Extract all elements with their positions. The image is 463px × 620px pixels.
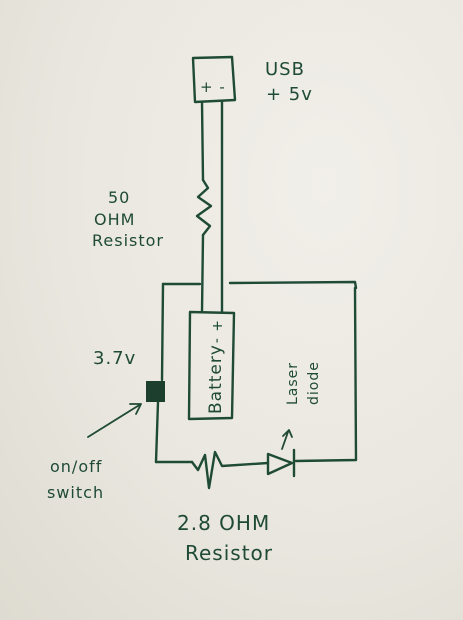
resistor-2-8-ohm-zigzag bbox=[190, 450, 270, 490]
laser-diode-label-line1: Laser bbox=[285, 362, 301, 405]
resistor-50-ohm-zigzag bbox=[195, 178, 213, 237]
laser-diode-triangle bbox=[266, 452, 294, 476]
resistor-2-8-label-line1: 2.8 OHM bbox=[177, 511, 270, 535]
usb-plug-box bbox=[191, 55, 237, 104]
resistor-2-8-label-line2: Resistor bbox=[185, 541, 273, 565]
voltage-label: 3.7v bbox=[93, 348, 136, 369]
battery-label: Battery bbox=[206, 344, 226, 414]
wire-top-right bbox=[228, 280, 358, 290]
switch-pointer-arrow bbox=[87, 403, 142, 438]
laser-diode-arrow bbox=[281, 429, 293, 450]
usb-label-line2: + 5v bbox=[266, 84, 313, 105]
resistor-50-label-line1: 50 bbox=[108, 188, 130, 207]
usb-label-line1: USB bbox=[265, 59, 305, 80]
wire-right bbox=[294, 286, 358, 463]
usb-terminal-label: + - bbox=[200, 78, 226, 96]
switch-label-line1: on/off bbox=[50, 457, 102, 476]
laser-diode-label-line2: diode bbox=[306, 361, 322, 405]
switch-label-line2: switch bbox=[47, 483, 104, 502]
on-off-switch-block bbox=[146, 381, 165, 402]
resistor-50-label-line2: OHM bbox=[94, 210, 135, 229]
resistor-50-label-line3: Resistor bbox=[92, 231, 164, 250]
usb-cable-left bbox=[200, 100, 205, 314]
battery-terminal-label: + - bbox=[209, 320, 225, 344]
wire-left bbox=[154, 282, 165, 464]
battery-box bbox=[187, 310, 236, 421]
